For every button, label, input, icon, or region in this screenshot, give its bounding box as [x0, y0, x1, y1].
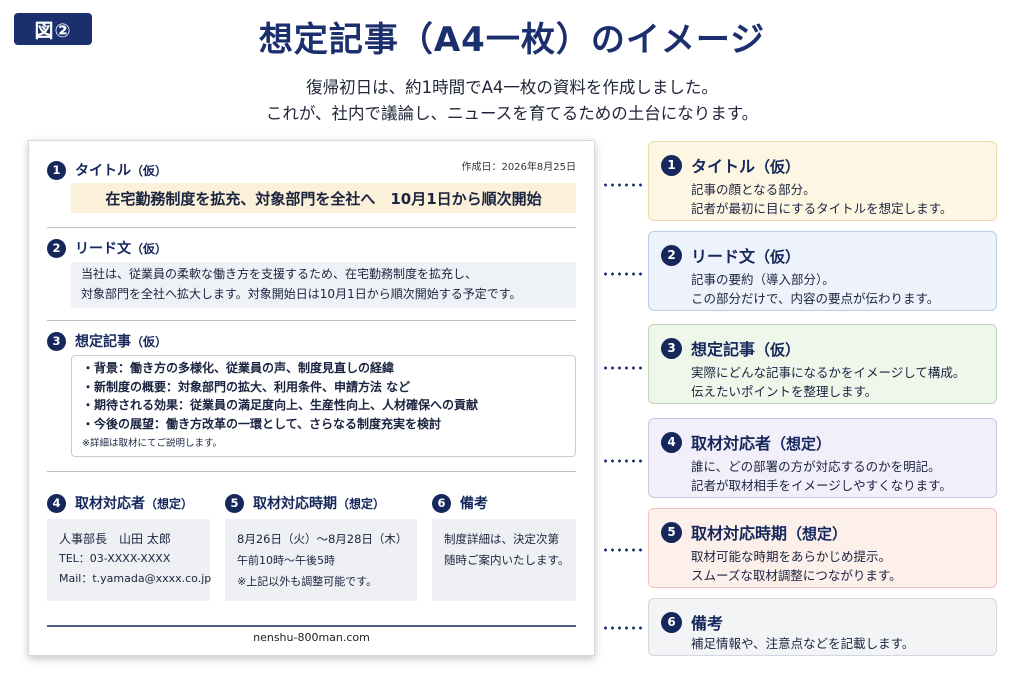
card-line: 補足情報や、注意点などを記載します。 — [691, 636, 915, 651]
section-label: 想定記事（仮） — [75, 334, 168, 350]
section-timing-heading: 5 取材対応時期（想定） — [225, 493, 385, 513]
card-line: 実際にどんな記事になるかをイメージして構成。 — [691, 365, 966, 380]
card-line: 記事の要約（導入部分）。 — [691, 272, 835, 287]
number-1-badge: 1 — [661, 154, 682, 176]
card-article: 3 想定記事（仮） 実際にどんな記事になるかをイメージして構成。 伝えたいポイン… — [648, 324, 997, 404]
divider — [47, 227, 576, 228]
remarks-box: 制度詳細は、決定次第 随時ご案内いたします。 — [432, 519, 576, 601]
outline-note: ※詳細は取材にてご説明します。 — [82, 438, 223, 449]
connector-dots-6 — [602, 626, 642, 630]
outline-item: ・背景：働き方の多様化、従業員の声、制度見直しの経緯 — [82, 361, 395, 375]
timing-dates: 8月26日（火）〜8月28日（木） — [237, 532, 408, 546]
card-line: 記者が最初に目にするタイトルを想定します。 — [691, 201, 953, 216]
remarks-line: 制度詳細は、決定次第 — [444, 532, 559, 546]
card-remarks: 6 備考 補足情報や、注意点などを記載します。 — [648, 598, 997, 656]
connector-dots-3 — [602, 366, 642, 370]
number-4-badge: 4 — [661, 431, 682, 453]
lead-line: 対象部門を全社へ拡大します。対象開始日は10月1日から順次開始する予定です。 — [81, 287, 522, 301]
timing-hours: 午前10時〜午後5時 — [237, 554, 335, 567]
number-3-badge: 3 — [47, 331, 66, 351]
timing-box: 8月26日（火）〜8月28日（木） 午前10時〜午後5時 ※上記以外も調整可能で… — [225, 519, 417, 601]
card-heading: 3 想定記事（仮） — [661, 336, 800, 360]
card-line: 記事の顔となる部分。 — [691, 182, 816, 197]
number-2-badge: 2 — [47, 238, 66, 258]
number-6-badge: 6 — [432, 493, 451, 513]
card-line: 伝えたいポイントを整理します。 — [691, 384, 878, 399]
footer-rule — [47, 625, 576, 627]
section-label: タイトル（仮） — [75, 163, 168, 179]
divider — [47, 471, 576, 472]
card-timing: 5 取材対応時期（想定） 取材可能な時期をあらかじめ提示。 スムーズな取材調整に… — [648, 508, 997, 588]
remarks-line: 随時ご案内いたします。 — [444, 553, 570, 567]
outline-item: ・今後の展望：働き方改革の一環として、さらなる制度充実を検討 — [82, 416, 442, 431]
card-contact: 4 取材対応者（想定） 誰に、どの部署の方が対応するのかを明記。 記者が取材相手… — [648, 418, 997, 498]
contact-name: 人事部長 山田 太郎 — [59, 532, 171, 546]
a4-document-mockup: 1 タイトル（仮） 作成日：2026年8月25日 在宅勤務制度を拡充、対象部門を… — [28, 140, 595, 656]
section-remarks-heading: 6 備考 — [432, 493, 488, 513]
outline-item: ・新制度の概要：対象部門の拡大、利用条件、申請方法 など — [82, 379, 411, 394]
connector-dots-4 — [602, 459, 642, 463]
article-outline-box: ・背景：働き方の多様化、従業員の声、制度見直しの経緯 ・新制度の概要：対象部門の… — [71, 355, 576, 457]
number-5-badge: 5 — [225, 493, 244, 513]
card-line: 記者が取材相手をイメージしやすくなります。 — [691, 478, 952, 493]
card-heading: 6 備考 — [661, 610, 723, 634]
section-label: 取材対応時期（想定） — [253, 496, 386, 512]
timing-note: ※上記以外も調整可能です。 — [237, 575, 378, 588]
figure-badge: 図② — [14, 13, 92, 45]
outline-item: ・期待される効果：従業員の満足度向上、生産性向上、人材確保への貢献 — [82, 398, 479, 412]
contact-box: 人事部長 山田 太郎 TEL：03-XXXX-XXXX Mail：t.yamad… — [47, 519, 212, 601]
page-title: 想定記事（A4一枚）のイメージ — [258, 20, 766, 60]
number-2-badge: 2 — [661, 244, 682, 266]
number-6-badge: 6 — [661, 611, 682, 633]
card-line: この部分だけで、内容の要点が伝わります。 — [691, 291, 940, 306]
connector-dots-5 — [602, 548, 642, 552]
lead-line: 当社は、従業員の柔軟な働き方を支援するため、在宅勤務制度を拡充し、 — [81, 267, 478, 281]
created-date: 作成日：2026年8月25日 — [461, 162, 576, 173]
section-title-heading: 1 タイトル（仮） — [47, 160, 167, 180]
number-1-badge: 1 — [47, 160, 66, 180]
section-label: リード文（仮） — [75, 241, 168, 257]
connector-dots-1 — [602, 183, 642, 187]
card-line: スムーズな取材調整につながります。 — [691, 568, 902, 583]
card-heading: 4 取材対応者（想定） — [661, 430, 831, 454]
section-article-heading: 3 想定記事（仮） — [47, 331, 167, 351]
contact-tel: TEL：03-XXXX-XXXX — [59, 552, 171, 565]
lead-text-box: 当社は、従業員の柔軟な働き方を支援するため、在宅勤務制度を拡充し、 対象部門を全… — [71, 262, 576, 308]
card-line: 誰に、どの部署の方が対応するのかを明記。 — [691, 459, 941, 474]
subtitle-line-1: 復帰初日は、約1時間でA4一枚の資料を作成しました。 — [306, 78, 718, 97]
card-line: 取材可能な時期をあらかじめ提示。 — [691, 549, 892, 564]
contact-mail: Mail：t.yamada@xxxx.co.jp — [59, 572, 212, 585]
number-4-badge: 4 — [47, 493, 66, 513]
card-heading: 5 取材対応時期（想定） — [661, 520, 847, 544]
connector-dots-2 — [602, 272, 642, 276]
section-contact-heading: 4 取材対応者（想定） — [47, 493, 193, 513]
divider — [47, 320, 576, 321]
card-heading: 1 タイトル（仮） — [661, 153, 800, 177]
section-lead-heading: 2 リード文（仮） — [47, 238, 167, 258]
section-label: 取材対応者（想定） — [75, 496, 194, 512]
footer-url: nenshu-800man.com — [253, 631, 370, 644]
headline-box: 在宅勤務制度を拡充、対象部門を全社へ 10月1日から順次開始 — [71, 183, 576, 213]
card-heading: 2 リード文（仮） — [661, 243, 800, 267]
card-lead: 2 リード文（仮） 記事の要約（導入部分）。 この部分だけで、内容の要点が伝わり… — [648, 231, 997, 311]
card-title: 1 タイトル（仮） 記事の顔となる部分。 記者が最初に目にするタイトルを想定しま… — [648, 141, 997, 221]
number-5-badge: 5 — [661, 521, 682, 543]
section-label: 備考 — [460, 496, 488, 512]
subtitle-line-2: これが、社内で議論し、ニュースを育てるための土台になります。 — [265, 104, 759, 123]
number-3-badge: 3 — [661, 337, 682, 359]
